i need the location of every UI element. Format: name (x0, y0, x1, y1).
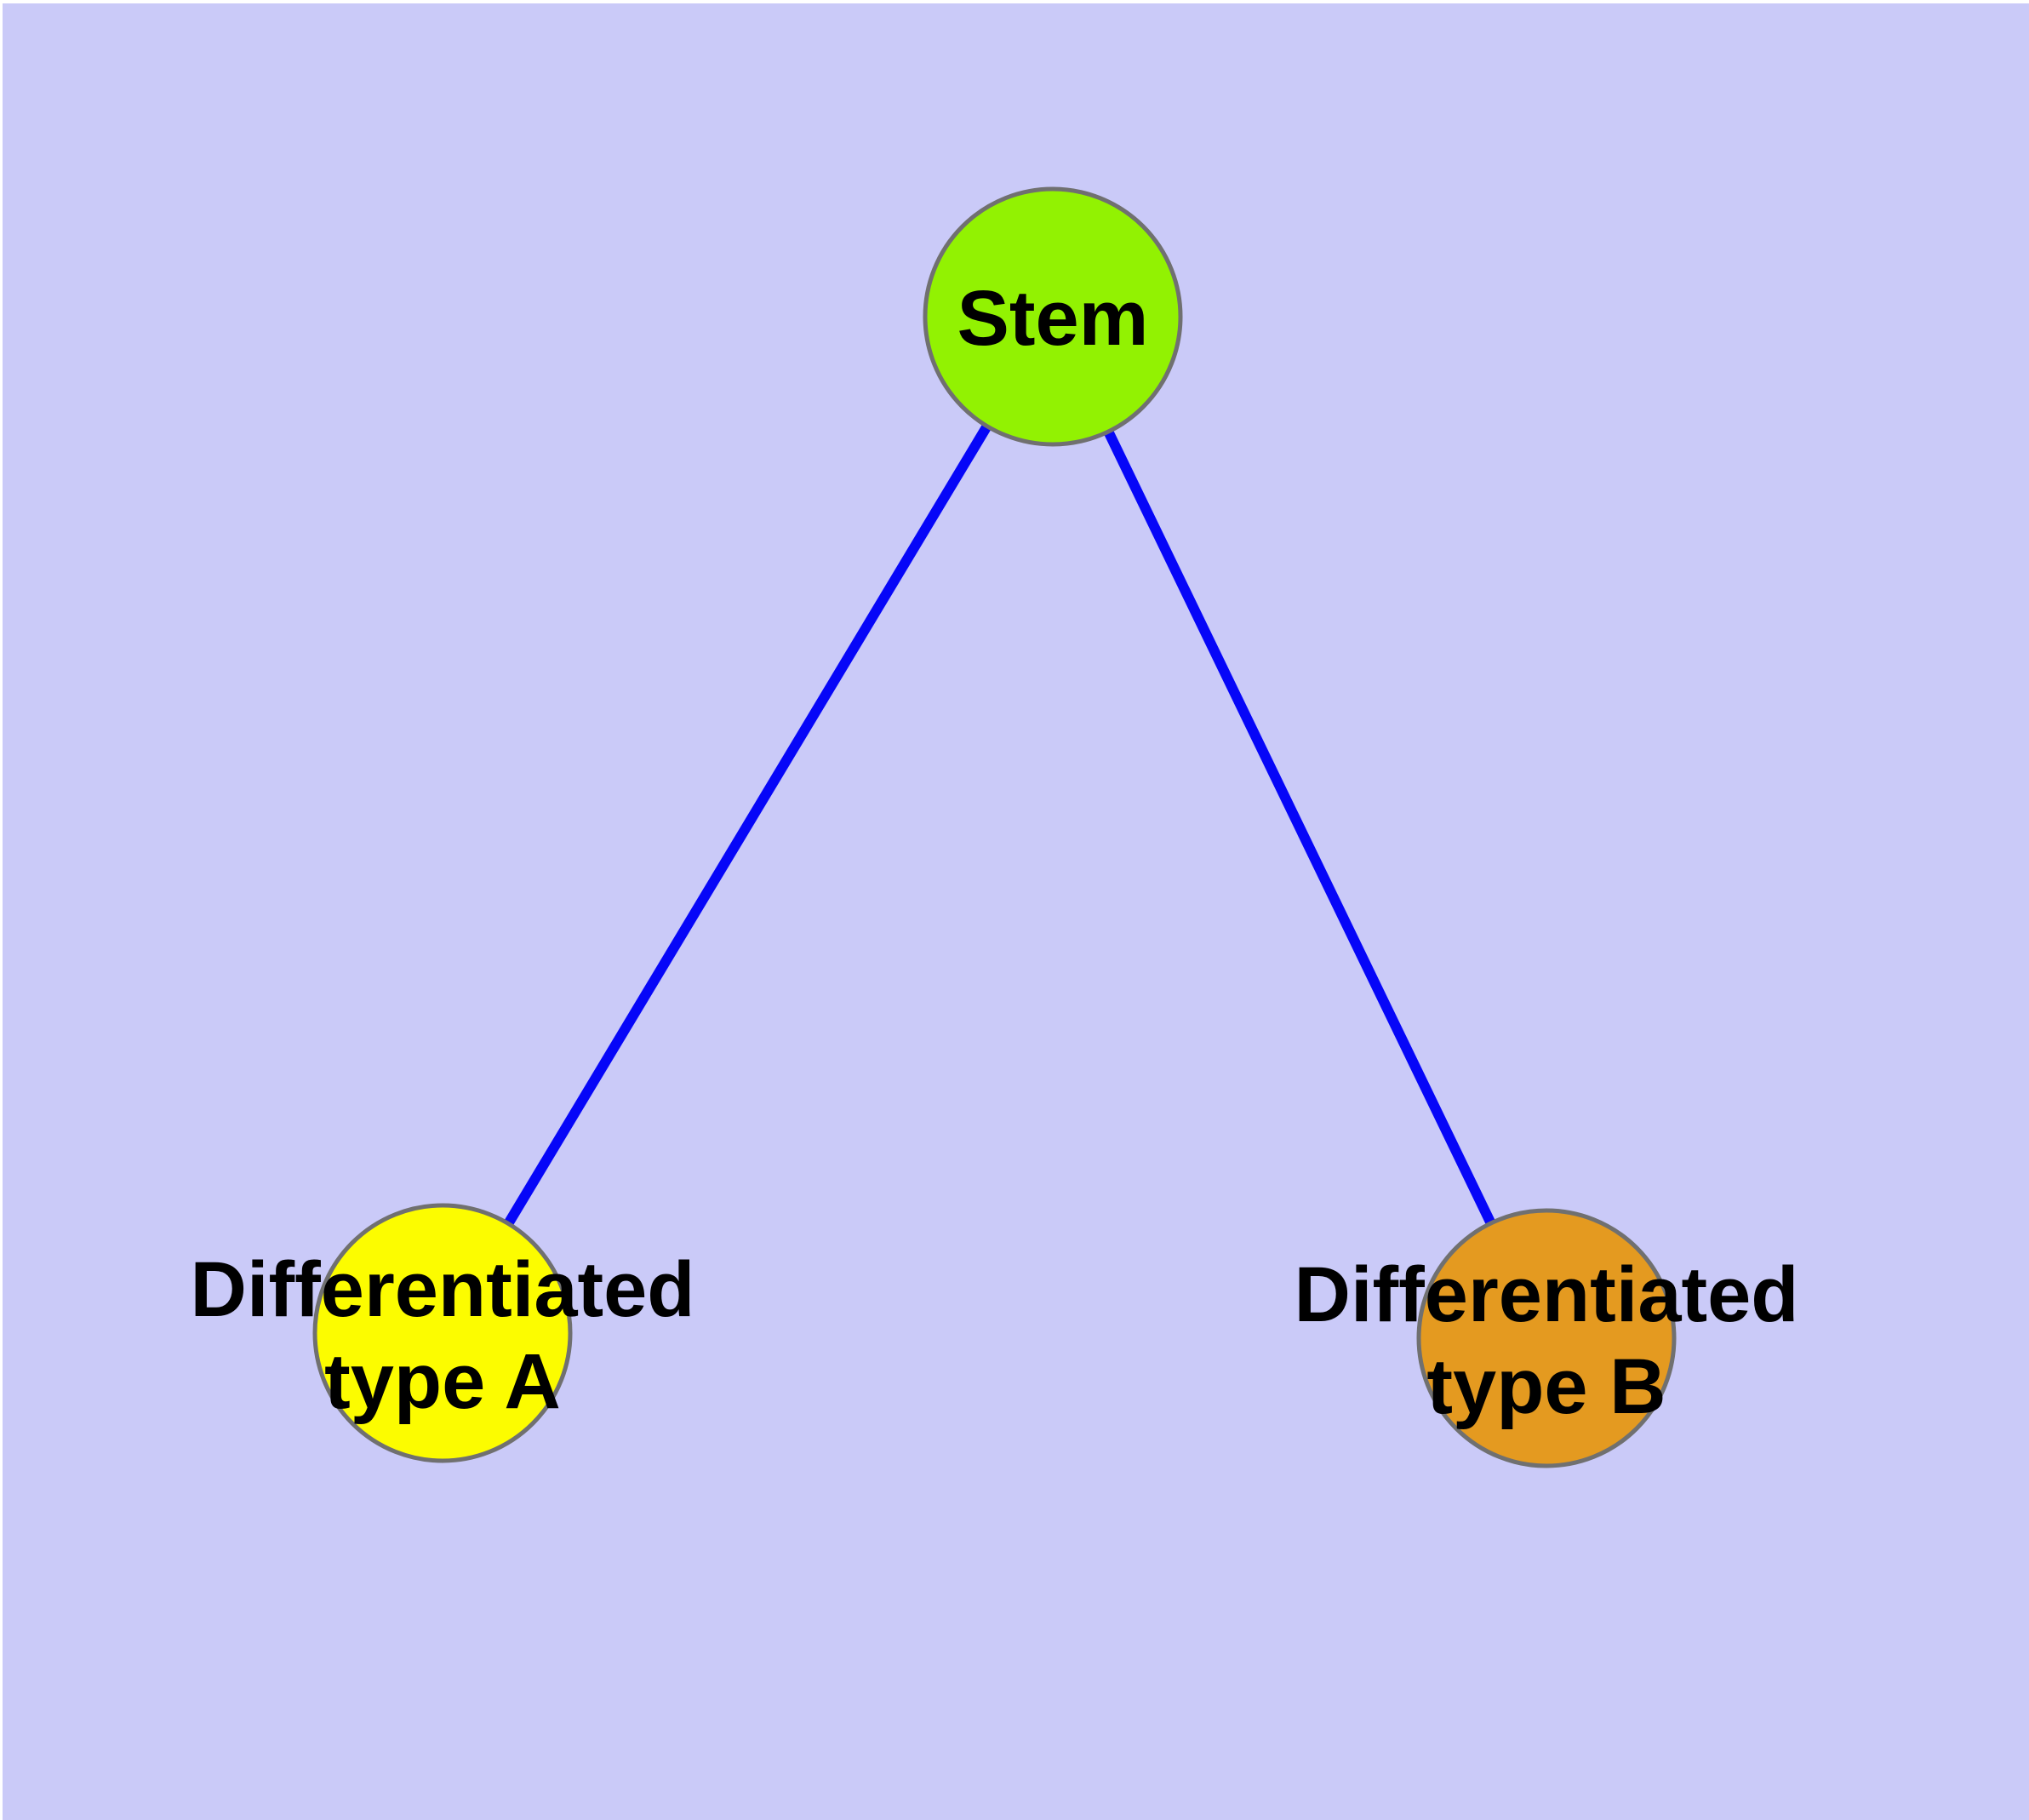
node-stem (923, 186, 1183, 447)
node-type-b-label-line1: Differentiated (1295, 1251, 1799, 1338)
node-differentiated-type-b (1416, 1208, 1677, 1468)
node-type-a-label-line2: type A (324, 1338, 561, 1425)
node-differentiated-type-a (312, 1203, 573, 1463)
edge-stem-to-type-b (1048, 314, 1552, 1341)
node-type-b-label-line2: type B (1426, 1343, 1666, 1430)
frame-strip-top (0, 0, 2029, 3)
node-stem-label: Stem (957, 275, 1149, 362)
node-type-a-label-line1: Differentiated (191, 1246, 695, 1333)
edge-stem-to-type-a (437, 313, 1058, 1336)
frame-strip-left (0, 0, 3, 1820)
